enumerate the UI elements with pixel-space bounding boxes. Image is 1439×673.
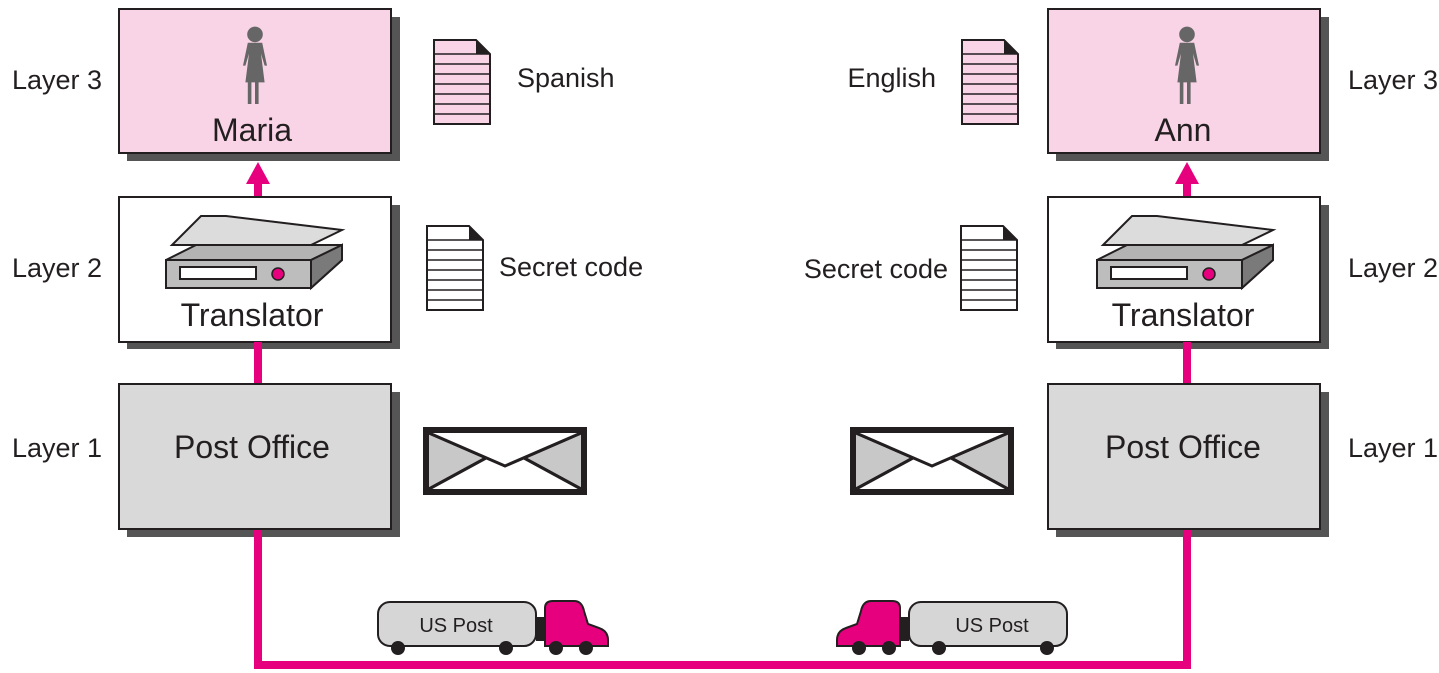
left-layer1-box <box>118 383 392 530</box>
envelope-icon <box>426 430 584 492</box>
left-layer2-doc-label: Secret code <box>499 252 643 282</box>
document-icon <box>433 39 491 125</box>
scanner-icon <box>1096 215 1274 289</box>
left-layer3-name: Maria <box>212 112 292 148</box>
right-layer2-label: Layer 2 <box>1348 253 1438 283</box>
right-layer3-name: Ann <box>1155 112 1212 148</box>
document-icon <box>960 225 1018 311</box>
left-layer3-doc-label: Spanish <box>517 63 615 93</box>
envelope-icon <box>853 430 1011 492</box>
right-up-arrow <box>1175 162 1199 184</box>
document-icon <box>426 225 484 311</box>
left-truck-label: US Post <box>419 615 493 637</box>
right-layer1-name: Post Office <box>1105 429 1261 465</box>
truck-icon <box>377 600 609 655</box>
right-layer1-box <box>1047 383 1321 530</box>
left-up-arrow <box>246 162 270 184</box>
right-layer2-name: Translator <box>1112 297 1255 333</box>
right-layer1-label: Layer 1 <box>1348 433 1438 463</box>
right-truck-label: US Post <box>955 615 1029 637</box>
left-layer1-name: Post Office <box>174 429 330 465</box>
right-layer3-label: Layer 3 <box>1348 65 1438 95</box>
left-layer1-label: Layer 1 <box>12 433 102 463</box>
transport-path <box>254 182 1191 669</box>
left-layer3-label: Layer 3 <box>12 65 102 95</box>
scanner-icon <box>165 215 343 289</box>
left-layer2-label: Layer 2 <box>12 253 102 283</box>
right-layer2-doc-label: Secret code <box>804 254 948 284</box>
right-layer3-doc-label: English <box>847 63 936 93</box>
truck-icon <box>836 600 1068 655</box>
document-icon <box>961 39 1019 125</box>
left-layer2-name: Translator <box>181 297 324 333</box>
